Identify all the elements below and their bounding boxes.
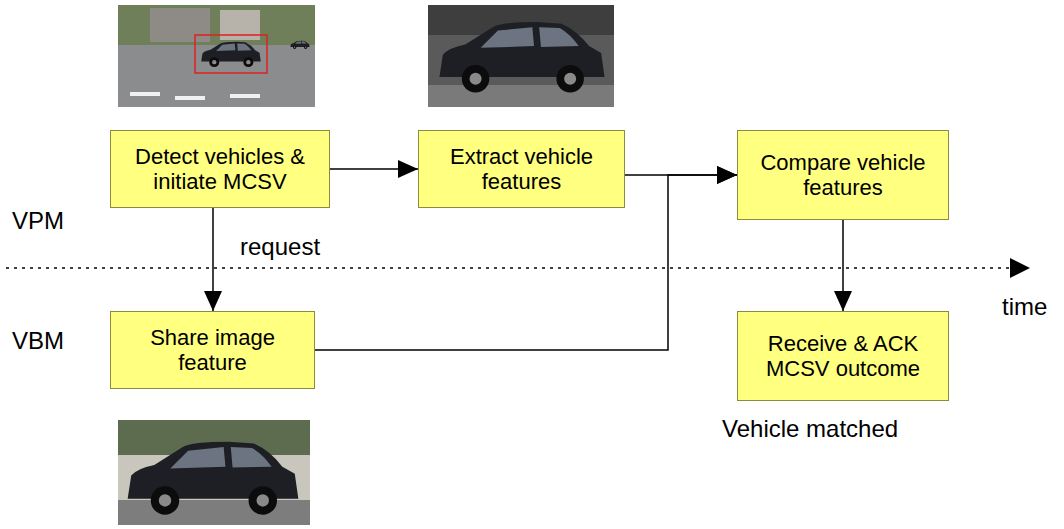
street-photo bbox=[118, 5, 315, 107]
annotation-label: VBM bbox=[12, 328, 64, 354]
box-text: Detect vehicles & initiate MCSV bbox=[119, 144, 321, 195]
box-text: Compare vehicle features bbox=[746, 150, 940, 201]
flow-arrow bbox=[212, 208, 214, 311]
annotation-label: VPM bbox=[12, 208, 64, 234]
process-box: Detect vehicles & initiate MCSV bbox=[110, 130, 330, 208]
process-box: Extract vehicle features bbox=[418, 130, 625, 208]
box-text: Extract vehicle features bbox=[427, 144, 616, 195]
annotation-label: time bbox=[1002, 294, 1047, 320]
flow-arrow bbox=[842, 220, 844, 311]
process-box: Compare vehicle features bbox=[737, 130, 949, 220]
edge-label: request bbox=[238, 234, 322, 260]
box-text: Share image feature bbox=[119, 325, 306, 376]
flow-arrow bbox=[330, 168, 418, 170]
grayscale-car-photo bbox=[428, 5, 614, 107]
process-box: Share image feature bbox=[110, 311, 315, 389]
time-axis bbox=[6, 258, 1030, 278]
box-text: Receive & ACK MCSV outcome bbox=[746, 331, 940, 382]
annotation-label: Vehicle matched bbox=[722, 416, 898, 442]
car-photo bbox=[118, 420, 310, 525]
process-box: Receive & ACK MCSV outcome bbox=[737, 311, 949, 401]
